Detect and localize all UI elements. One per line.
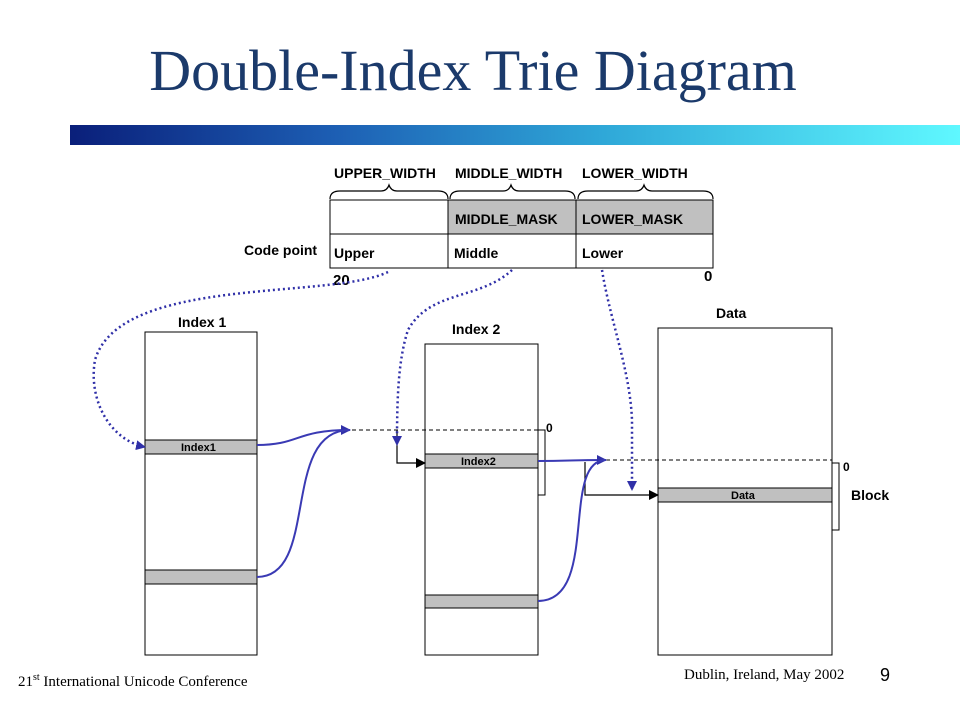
middle-to-index2-pointer: [392, 269, 513, 446]
index1-last-entry: [144, 569, 258, 585]
index1-title: Index 1: [178, 314, 226, 330]
index2-to-data-block-link: [537, 455, 607, 466]
slide-title: Double-Index Trie Diagram: [149, 38, 797, 103]
code-point-fields-row: [329, 233, 714, 269]
middle-mask-cell: [447, 199, 577, 235]
index1-entry-label: Index1: [181, 442, 216, 454]
title-gradient-bar: [70, 125, 960, 145]
lower-brace: [577, 183, 714, 200]
footer-location: Dublin, Ireland, May 2002: [684, 667, 845, 683]
index2-entry-label: Index2: [461, 456, 496, 468]
footer-conference: 21st International Unicode Conference: [18, 672, 248, 691]
index2-title: Index 2: [452, 321, 500, 337]
data-offset-label: 0: [843, 460, 850, 474]
upper-mask-cell-empty: [329, 199, 449, 235]
upper-brace: [329, 183, 449, 200]
middle-mask-label: MIDDLE_MASK: [455, 211, 558, 227]
index2-offset-arrow: [396, 430, 426, 468]
lower-mask-label: LOWER_MASK: [582, 211, 683, 227]
footer-conference-number: 21: [18, 674, 33, 690]
data-entry-label: Data: [731, 490, 756, 502]
page-number: 9: [880, 665, 891, 685]
lower-to-data-pointer: [600, 269, 637, 491]
index1-to-block-link: [256, 425, 351, 446]
block-label: Block: [851, 487, 889, 503]
data-block-bracket: [832, 462, 840, 531]
width-braces: [329, 183, 714, 200]
index2-block-bracket: [538, 429, 546, 496]
middle-field-label: Middle: [454, 245, 499, 261]
index2-last-to-data-link: [537, 459, 607, 602]
footer-conference-ordinal: st: [33, 672, 40, 683]
data-offset-arrow: [584, 462, 659, 500]
middle-width-label: MIDDLE_WIDTH: [455, 165, 562, 181]
index2-last-entry: [424, 594, 539, 609]
lower-width-label: LOWER_WIDTH: [582, 165, 688, 181]
lower-mask-cell: [575, 199, 714, 235]
upper-field-label: Upper: [334, 245, 375, 261]
high-bit-label: 20: [333, 272, 350, 289]
code-point-label: Code point: [244, 242, 317, 258]
index1-last-to-block-link: [256, 429, 351, 578]
lower-field-label: Lower: [582, 245, 624, 261]
middle-brace: [449, 183, 576, 200]
data-title: Data: [716, 305, 747, 321]
footer-conference-name: International Unicode Conference: [39, 674, 248, 690]
upper-width-label: UPPER_WIDTH: [334, 165, 436, 181]
low-bit-label: 0: [704, 268, 712, 285]
index2-offset-label: 0: [546, 421, 553, 435]
index1-table: [144, 331, 258, 656]
